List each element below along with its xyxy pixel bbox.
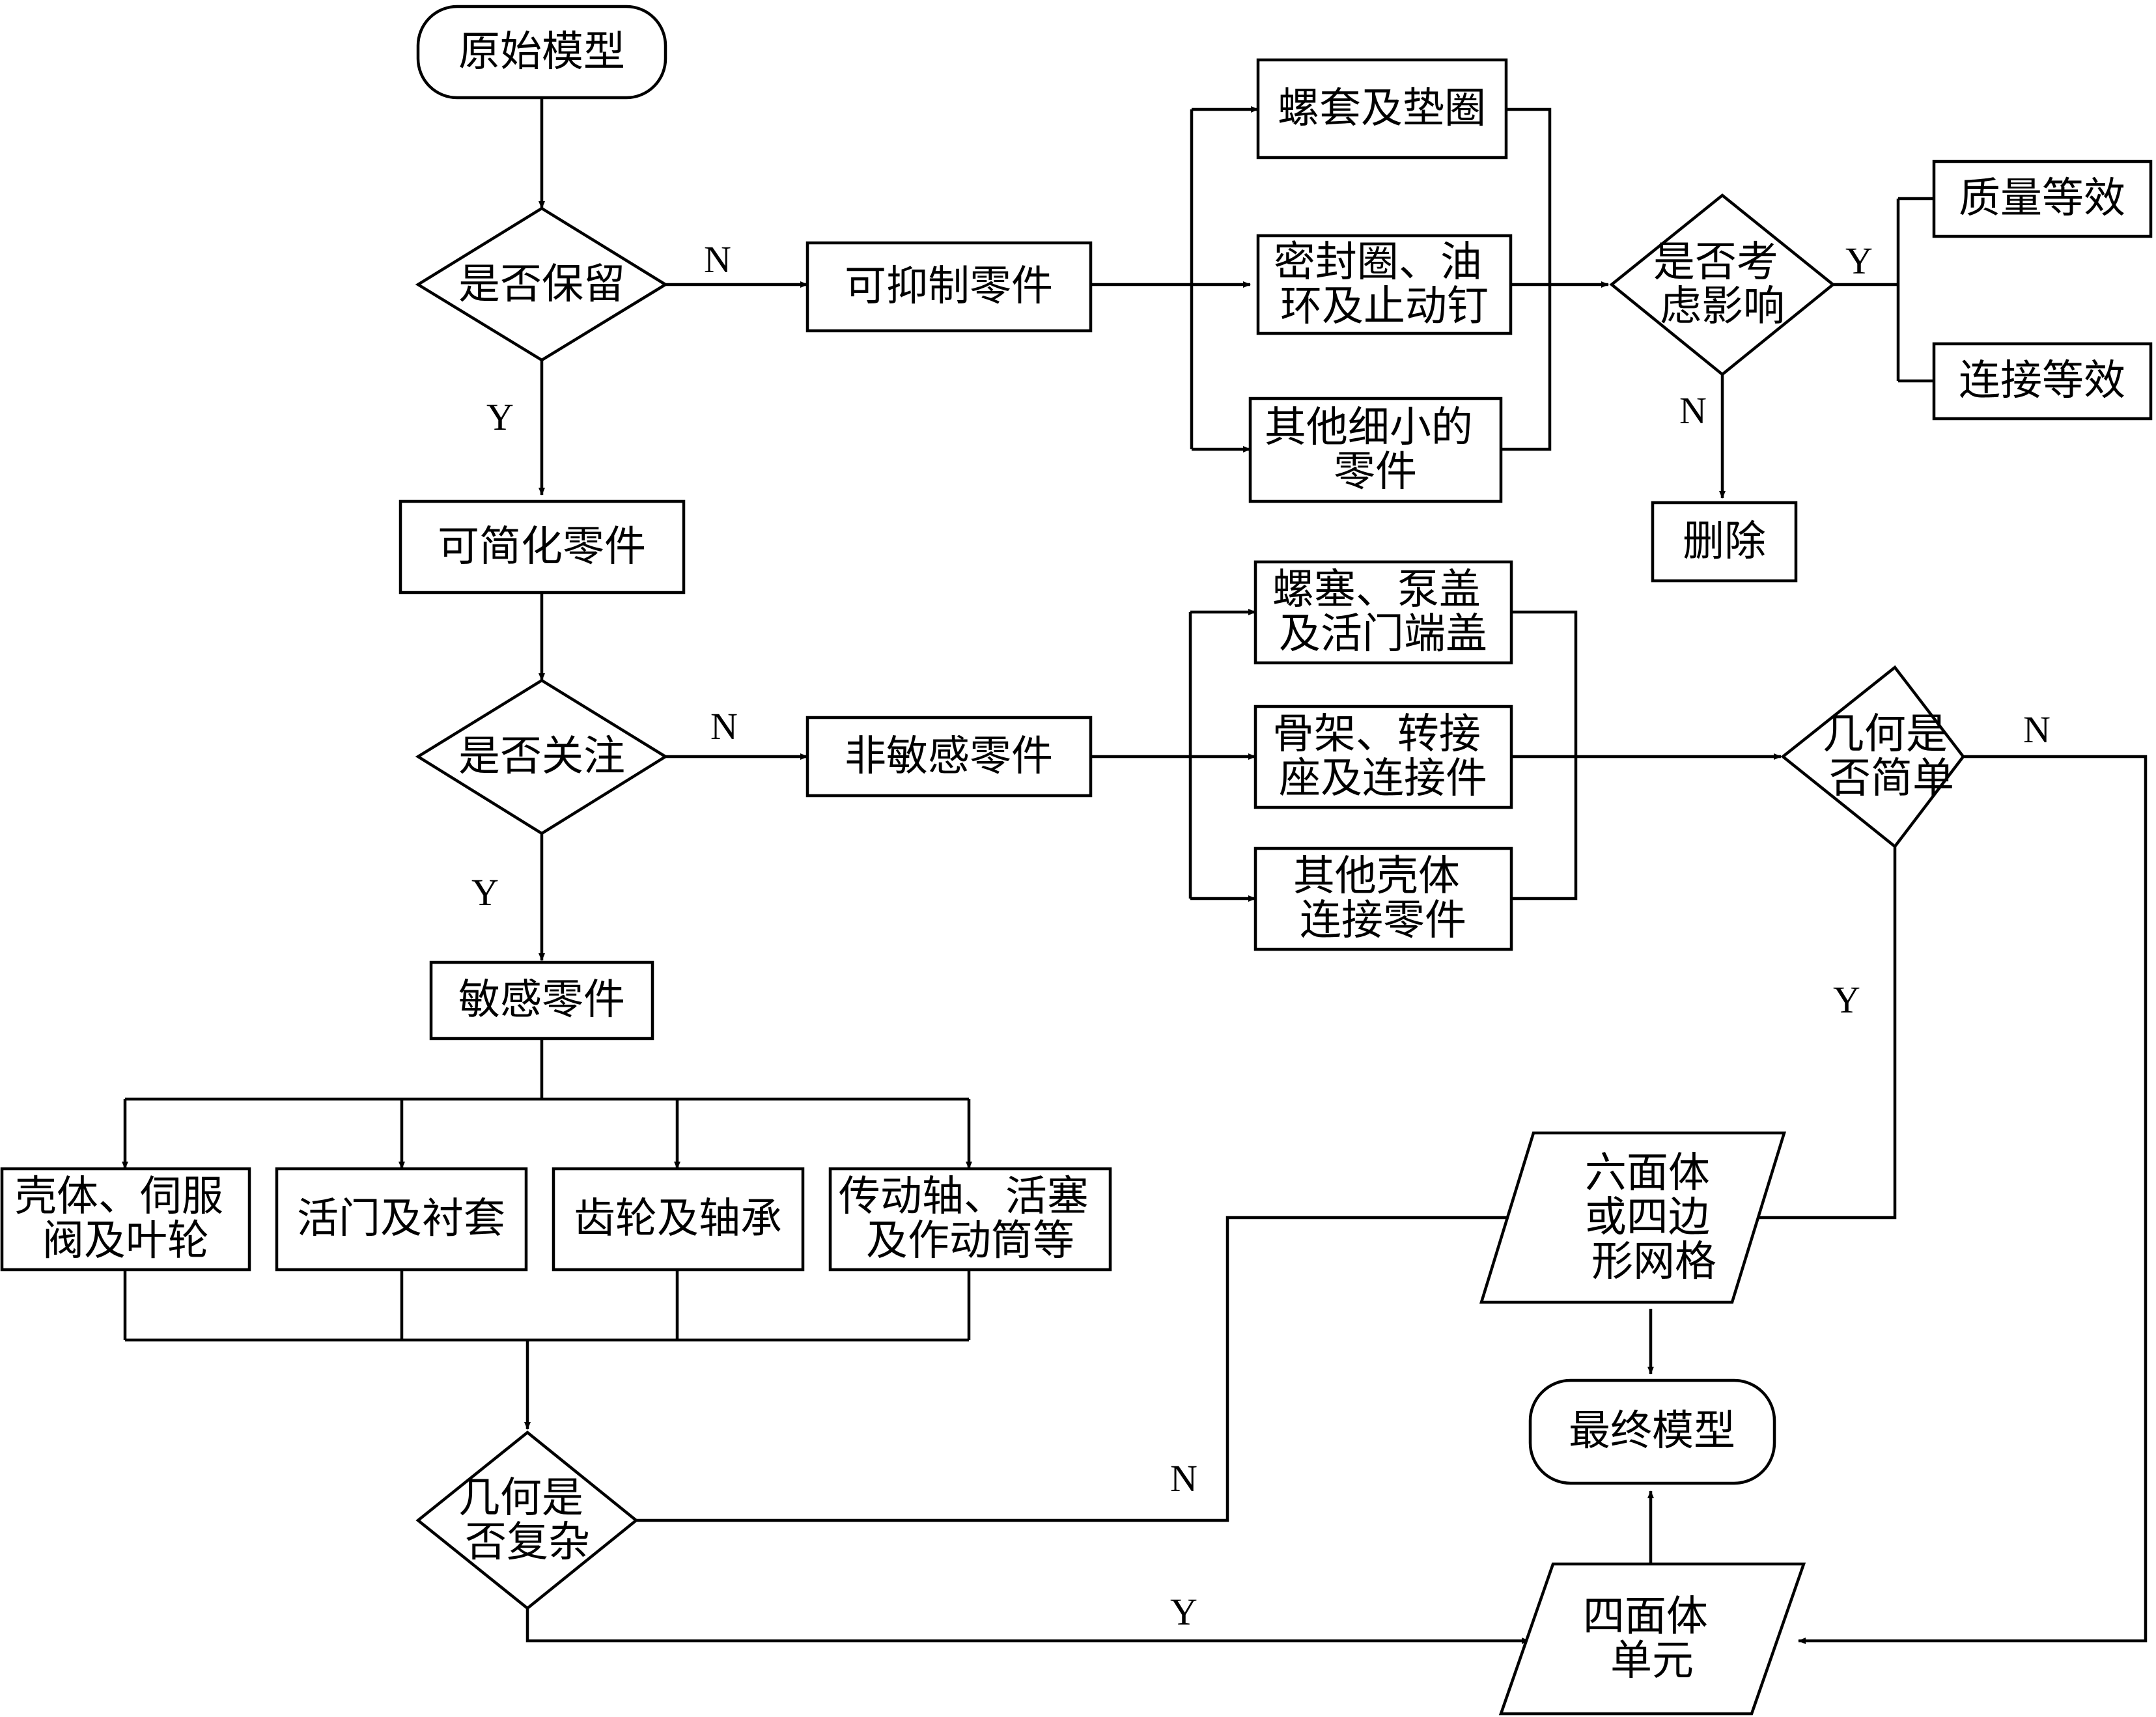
nut-washer-label: 螺套及垫圈 (1278, 85, 1486, 133)
delete-box (1651, 501, 1798, 583)
seal-ring-box (1256, 234, 1513, 335)
connection-equivalent-box (1932, 342, 2153, 421)
label-consider-no: N (1679, 389, 1707, 432)
keep-decision (415, 206, 669, 362)
label-keep-yes: Y (486, 396, 514, 438)
sensitive-parts-box (429, 960, 654, 1040)
geometry-simple-label: 几何是 否简单 (1823, 710, 1961, 803)
plug-cover-box (1253, 560, 1513, 665)
hex-quad-mesh-io (1479, 1131, 1787, 1304)
edge-simple-no-to-tetra (1798, 755, 2148, 1644)
geometry-simple-decision (1780, 665, 1965, 849)
mass-equivalent-box (1932, 160, 2153, 238)
tetra-element-label: 四面体 单元 (1583, 1593, 1721, 1685)
insensitive-parts-box (805, 716, 1093, 798)
connectors (122, 98, 2148, 1644)
simplifiable-parts-box (399, 499, 686, 594)
consider-effect-label: 是否考 虑影响 (1653, 238, 1791, 331)
suppressible-parts-box (805, 241, 1093, 333)
edge-labels: N Y Y N N Y N Y N Y (471, 238, 2051, 1633)
mass-equivalent-label: 质量等效 (1959, 174, 2125, 223)
connection-equivalent-label: 连接等效 (1959, 357, 2125, 405)
label-simple-yes: Y (1833, 979, 1860, 1021)
geometry-complex-label: 几何是 否复杂 (458, 1474, 596, 1567)
valve-bushing-box (275, 1167, 528, 1272)
shaft-piston-box (828, 1167, 1112, 1272)
edge-simple-yes-to-hex (1717, 846, 1897, 1221)
geometry-complex-decision (415, 1431, 639, 1610)
label-complex-no: N (1170, 1457, 1197, 1500)
original-model-label: 原始模型 (458, 28, 625, 76)
valve-bushing-label: 活门及衬套 (297, 1195, 505, 1243)
frame-adapter-label: 骨架、转接 座及连接件 (1272, 710, 1494, 803)
focus-decision (415, 678, 669, 835)
simplifiable-parts-label: 可简化零件 (438, 523, 646, 571)
seal-ring-label: 密封圈、油 环及止动钉 (1274, 238, 1495, 331)
other-shell-parts-box (1253, 846, 1513, 951)
frame-adapter-box (1253, 705, 1513, 809)
other-small-parts-box (1248, 397, 1503, 503)
shell-servo-label: 壳体、伺服 阀及叶轮 (15, 1173, 236, 1265)
insensitive-parts-label: 非敏感零件 (845, 733, 1053, 781)
other-shell-parts-label: 其他壳体 连接零件 (1293, 852, 1473, 945)
sensitive-parts-label: 敏感零件 (458, 976, 625, 1024)
consider-effect-decision (1609, 193, 1836, 376)
label-consider-yes: Y (1845, 240, 1873, 282)
gear-bearing-box (552, 1167, 805, 1272)
shell-servo-box (0, 1167, 251, 1272)
plug-cover-label: 螺塞、泵盖 及活门端盖 (1272, 566, 1494, 658)
edge-complex-yes-to-tetra (525, 1608, 1530, 1644)
edge-complex-no-to-hex (636, 1214, 1521, 1522)
edge-suppress-merge (1501, 107, 1552, 451)
original-model-terminal (416, 5, 667, 100)
hex-quad-mesh-label: 六面体 或四边 形网格 (1585, 1149, 1723, 1286)
label-focus-yes: Y (471, 871, 499, 914)
final-model-terminal (1528, 1378, 1776, 1485)
nodes: 原始模型 是否保留 可抑制零件 螺套及垫圈 密封圈、油 环及止动钉 其他细小的 … (0, 5, 2153, 1716)
suppressible-parts-label: 可抑制零件 (845, 262, 1053, 311)
tetra-element-io (1498, 1562, 1806, 1716)
delete-label: 删除 (1683, 518, 1766, 566)
label-complex-yes: Y (1170, 1591, 1197, 1633)
other-small-parts-label: 其他细小的 零件 (1265, 404, 1486, 496)
nut-washer-box (1256, 58, 1508, 160)
label-focus-no: N (710, 705, 738, 747)
final-model-label: 最终模型 (1569, 1407, 1735, 1455)
keep-decision-label: 是否保留 (458, 260, 625, 309)
focus-decision-label: 是否关注 (458, 733, 625, 781)
label-keep-no: N (704, 238, 731, 281)
shaft-piston-label: 传动轴、活塞 及作动筒等 (839, 1173, 1102, 1265)
gear-bearing-label: 齿轮及轴承 (574, 1195, 782, 1243)
label-simple-no: N (2023, 708, 2051, 751)
